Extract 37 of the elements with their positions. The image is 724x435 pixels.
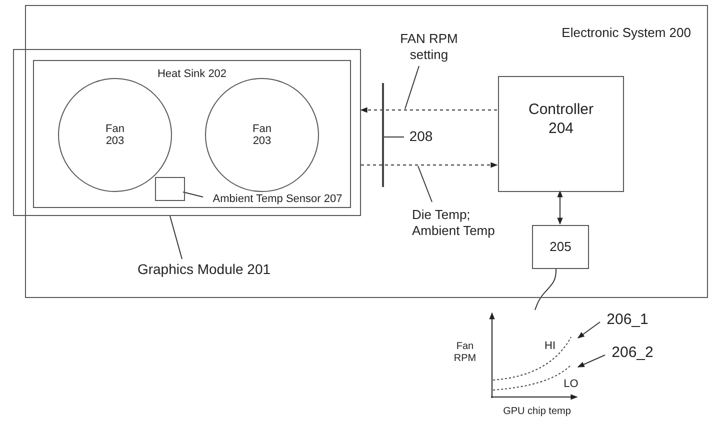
axis-label: GPU chip temp <box>502 405 572 419</box>
leader-line <box>534 268 556 310</box>
signal-label: FAN RPM setting <box>386 27 472 67</box>
leader-line <box>382 136 404 138</box>
callout-number: 206_1 <box>600 309 655 331</box>
module-label: Graphics Module 201 <box>119 260 289 280</box>
fan-label: Fan 203 <box>252 123 272 147</box>
sensor-label: Ambient Temp Sensor 207 <box>205 192 350 207</box>
signal-label: Die Temp; Ambient Temp <box>412 203 504 243</box>
leader-line <box>170 216 182 260</box>
callout-arrow <box>577 322 600 338</box>
component-label: 205 <box>550 239 572 256</box>
bidirectional-arrow <box>557 190 563 225</box>
signal-arrow <box>360 107 498 113</box>
sensor-box <box>155 177 185 201</box>
axis-label: Fan RPM <box>452 340 478 366</box>
controller-label: Controller 204 <box>527 101 595 138</box>
component-box <box>532 225 589 269</box>
axis-label: HI <box>544 340 556 354</box>
controller-box <box>498 76 624 192</box>
bus-line <box>382 83 384 187</box>
system-title: Electronic System 200 <box>562 25 691 42</box>
axis-label: LO <box>562 378 580 392</box>
signal-arrow <box>360 162 498 168</box>
callout-number: 208 <box>405 128 437 146</box>
heat-sink-box <box>33 60 351 208</box>
callout-arrow <box>577 354 606 368</box>
fan-circle <box>205 78 319 192</box>
callout-number: 206_2 <box>605 342 660 364</box>
system-boundary-box <box>25 5 708 298</box>
fan-label: Fan 203 <box>104 123 126 147</box>
leader-line <box>182 192 204 198</box>
leader-line <box>418 166 432 202</box>
fan-curve-chart-drawing <box>488 310 578 400</box>
fan-circle <box>58 78 172 192</box>
leader-line <box>404 66 420 110</box>
heat-sink-title: Heat Sink 202 <box>157 68 227 82</box>
